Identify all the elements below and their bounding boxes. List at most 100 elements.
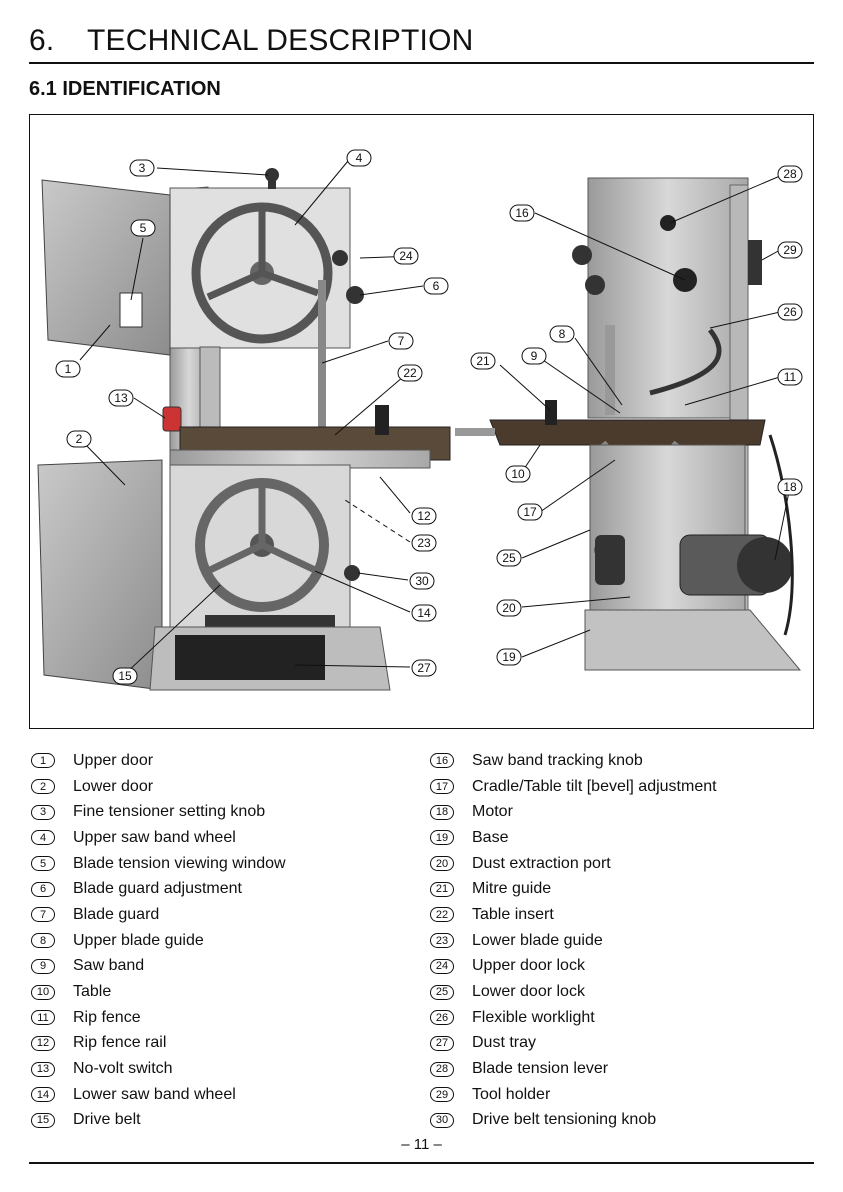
svg-text:11: 11	[784, 370, 797, 384]
page-number: – 11 –	[401, 1136, 442, 1153]
legend-number-badge: 18	[430, 804, 454, 820]
callout-13: 13	[108, 389, 134, 407]
legend-number-badge: 21	[430, 881, 454, 897]
legend-label: Upper door lock	[472, 957, 585, 975]
legend-label: Motor	[472, 803, 513, 821]
svg-text:19: 19	[502, 650, 516, 664]
callout-1: 1	[55, 360, 81, 378]
svg-text:5: 5	[140, 221, 147, 235]
right-bandsaw	[455, 177, 802, 671]
callout-16: 16	[509, 204, 535, 222]
legend-number-badge: 17	[430, 779, 454, 795]
legend-number-badge: 2	[31, 779, 55, 795]
legend-label: Fine tensioner setting knob	[73, 803, 266, 821]
legend-label: Rip fence	[73, 1008, 141, 1026]
svg-text:18: 18	[783, 480, 797, 494]
legend-item: 16 Saw band tracking knob	[430, 748, 717, 774]
legend-number-badge: 24	[430, 958, 454, 974]
callout-2: 2	[66, 430, 92, 448]
callout-28: 28	[777, 165, 803, 183]
legend-item: 24 Upper door lock	[430, 954, 717, 980]
svg-text:30: 30	[415, 574, 429, 588]
callout-24: 24	[393, 247, 419, 265]
legend-number-badge: 1	[31, 753, 55, 769]
legend-label: Upper door	[73, 751, 154, 769]
section-title-text: TECHNICAL DESCRIPTION	[87, 24, 474, 57]
section-number: 6.	[29, 24, 55, 57]
svg-text:17: 17	[523, 505, 537, 519]
svg-text:21: 21	[476, 354, 490, 368]
bandsaw-illustration: 3 4 5 24 6 7 1 22 13 2 12 23 30 14 27 15…	[37, 149, 803, 691]
legend-label: Blade guard	[73, 905, 160, 923]
legend-label: Lower door	[73, 777, 154, 795]
legend-item: 1 Upper door	[31, 748, 286, 774]
legend-number-badge: 8	[31, 933, 55, 949]
legend-number-badge: 12	[31, 1035, 55, 1051]
legend-label: Rip fence rail	[73, 1034, 167, 1052]
legend-number-badge: 3	[31, 804, 55, 820]
callout-17: 17	[517, 503, 543, 521]
svg-text:28: 28	[783, 167, 797, 181]
svg-text:8: 8	[559, 327, 566, 341]
svg-text:22: 22	[403, 366, 417, 380]
section-title: 6. TECHNICAL DESCRIPTION	[29, 24, 473, 58]
legend-number-badge: 4	[31, 830, 55, 846]
legend-label: Upper saw band wheel	[73, 828, 236, 846]
callout-22: 22	[397, 364, 423, 382]
callout-21: 21	[470, 352, 496, 370]
legend-label: Blade tension viewing window	[73, 854, 286, 872]
callout-badges: 3 4 5 24 6 7 1 22 13 2 12 23 30 14 27 15…	[55, 149, 803, 685]
legend-label: Base	[472, 828, 509, 846]
callout-8: 8	[549, 325, 575, 343]
legend-number-badge: 27	[430, 1035, 454, 1051]
legend-item: 2 Lower door	[31, 774, 286, 800]
legend-label: Mitre guide	[472, 880, 552, 898]
legend-label: Table	[73, 983, 112, 1001]
legend-label: Saw band	[73, 957, 145, 975]
legend-number-badge: 10	[31, 984, 55, 1000]
callout-7: 7	[388, 332, 414, 350]
svg-text:6: 6	[433, 279, 440, 293]
legend-item: 21 Mitre guide	[430, 876, 717, 902]
svg-text:14: 14	[417, 606, 431, 620]
callout-4: 4	[346, 149, 372, 167]
callout-27: 27	[411, 659, 437, 677]
legend-number-badge: 19	[430, 830, 454, 846]
legend-label: Blade guard adjustment	[73, 880, 242, 898]
callout-25: 25	[496, 549, 522, 567]
svg-text:25: 25	[502, 551, 516, 565]
svg-text:15: 15	[118, 669, 132, 683]
callout-23: 23	[411, 534, 437, 552]
upper-door-shape	[41, 179, 171, 356]
svg-text:7: 7	[398, 334, 405, 348]
legend-label: Lower blade guide	[472, 931, 603, 949]
svg-text:9: 9	[531, 349, 538, 363]
legend-label: Tool holder	[472, 1085, 551, 1103]
svg-text:29: 29	[783, 243, 797, 257]
legend-left: 1 Upper door 2 Lower door 3 Fine tensioner se…	[31, 748, 286, 1133]
svg-text:24: 24	[399, 249, 413, 263]
legend-label: Saw band tracking knob	[472, 751, 643, 769]
callout-29: 29	[777, 241, 803, 259]
legend-label: Flexible worklight	[472, 1008, 595, 1026]
callout-5: 5	[130, 219, 156, 237]
legend-number-badge: 6	[31, 881, 55, 897]
callout-12: 12	[411, 507, 437, 525]
svg-text:27: 27	[417, 661, 431, 675]
svg-text:3: 3	[139, 161, 146, 175]
callout-18: 18	[777, 478, 803, 496]
callout-26: 26	[777, 303, 803, 321]
callout-19: 19	[496, 648, 522, 666]
legend-number-badge: 9	[31, 958, 55, 974]
legend-item: 9 Saw band	[31, 954, 286, 980]
legend-number-badge: 16	[430, 753, 454, 769]
